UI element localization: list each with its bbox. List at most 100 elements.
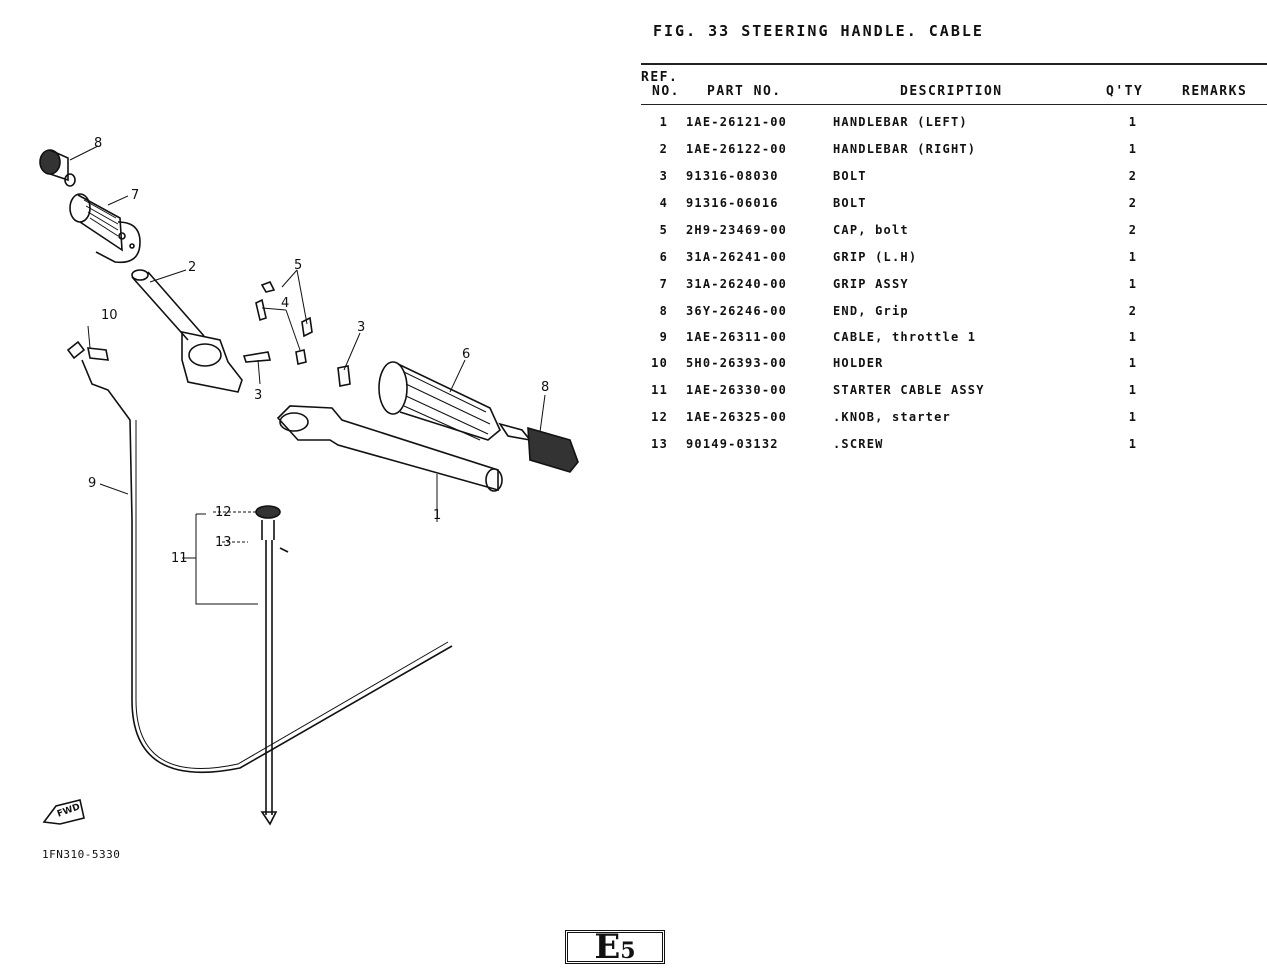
table-top-rule bbox=[641, 63, 1267, 65]
bolt-part bbox=[337, 365, 351, 387]
handlebar-left-part bbox=[276, 405, 503, 492]
handlebar-right-part bbox=[131, 269, 243, 393]
part-no: 1AE-26311-00 bbox=[686, 330, 788, 344]
ref-no: 2 bbox=[659, 142, 668, 156]
table-row: 13 90149-03132 .SCREW 1 bbox=[641, 437, 1267, 464]
bolt-cap-parts bbox=[242, 280, 313, 365]
callout-8-top: 8 bbox=[94, 136, 103, 151]
description: .KNOB, starter bbox=[833, 410, 951, 424]
page-section-number: 5 bbox=[620, 938, 636, 964]
ref-no: 11 bbox=[651, 383, 668, 397]
quantity: 1 bbox=[1128, 142, 1138, 156]
description: CAP, bolt bbox=[833, 223, 909, 237]
ref-no: 3 bbox=[659, 169, 668, 183]
grip-end-right-part bbox=[498, 422, 579, 473]
starter-cable-part bbox=[255, 505, 289, 826]
ref-no: 6 bbox=[659, 250, 668, 264]
ref-no: 12 bbox=[651, 410, 668, 424]
ref-no: 9 bbox=[659, 330, 668, 344]
header-part-no: PART NO. bbox=[707, 84, 782, 99]
callout-3-right: 3 bbox=[357, 320, 366, 335]
callout-12: 12 bbox=[215, 505, 232, 520]
part-no: 31A-26241-00 bbox=[686, 250, 788, 264]
callout-11: 11 bbox=[171, 551, 188, 566]
callout-7: 7 bbox=[131, 188, 140, 203]
description: END, Grip bbox=[833, 304, 909, 318]
table-header-rule bbox=[641, 104, 1267, 105]
ref-no: 1 bbox=[659, 115, 668, 129]
description: .SCREW bbox=[833, 437, 884, 451]
table-row: 7 31A-26240-00 GRIP ASSY 1 bbox=[641, 277, 1267, 304]
callout-13: 13 bbox=[215, 535, 232, 550]
ref-no: 8 bbox=[659, 304, 668, 318]
callout-3-left: 3 bbox=[254, 388, 263, 403]
part-no: 91316-08030 bbox=[686, 169, 779, 183]
description: STARTER CABLE ASSY bbox=[833, 383, 985, 397]
part-no: 1AE-26122-00 bbox=[686, 142, 788, 156]
quantity: 1 bbox=[1128, 356, 1138, 370]
table-row: 1 1AE-26121-00 HANDLEBAR (LEFT) 1 bbox=[641, 115, 1267, 142]
fwd-arrow-icon bbox=[42, 799, 85, 825]
callout-9: 9 bbox=[88, 476, 97, 491]
ref-no: 10 bbox=[651, 356, 668, 370]
quantity: 1 bbox=[1128, 115, 1138, 129]
part-no: 31A-26240-00 bbox=[686, 277, 788, 291]
table-row: 12 1AE-26325-00 .KNOB, starter 1 bbox=[641, 410, 1267, 437]
part-no: 5H0-26393-00 bbox=[686, 356, 788, 370]
part-no: 90149-03132 bbox=[686, 437, 779, 451]
table-row: 3 91316-08030 BOLT 2 bbox=[641, 169, 1267, 196]
grip-assy-part bbox=[69, 193, 141, 264]
quantity: 1 bbox=[1128, 437, 1138, 451]
figure-title: FIG. 33 STEERING HANDLE. CABLE bbox=[653, 22, 984, 40]
part-no: 1AE-26330-00 bbox=[686, 383, 788, 397]
quantity: 2 bbox=[1128, 169, 1138, 183]
part-no: 1AE-26325-00 bbox=[686, 410, 788, 424]
quantity: 1 bbox=[1128, 410, 1138, 424]
quantity: 2 bbox=[1128, 196, 1138, 210]
grip-end-top-part bbox=[39, 149, 76, 187]
table-row: 10 5H0-26393-00 HOLDER 1 bbox=[641, 356, 1267, 383]
part-no: 2H9-23469-00 bbox=[686, 223, 788, 237]
description: BOLT bbox=[833, 196, 867, 210]
quantity: 2 bbox=[1128, 223, 1138, 237]
table-row: 5 2H9-23469-00 CAP, bolt 2 bbox=[641, 223, 1267, 250]
description: CABLE, throttle 1 bbox=[833, 330, 977, 344]
header-ref-line1: REF. bbox=[641, 70, 679, 85]
description: BOLT bbox=[833, 169, 867, 183]
table-row: 6 31A-26241-00 GRIP (L.H) 1 bbox=[641, 250, 1267, 277]
description: GRIP (L.H) bbox=[833, 250, 918, 264]
header-ref-line2: NO. bbox=[652, 84, 680, 99]
table-row: 9 1AE-26311-00 CABLE, throttle 1 1 bbox=[641, 330, 1267, 357]
callout-6: 6 bbox=[462, 347, 471, 362]
callout-1: 1 bbox=[433, 508, 442, 523]
quantity: 1 bbox=[1128, 277, 1138, 291]
table-row: 11 1AE-26330-00 STARTER CABLE ASSY 1 bbox=[641, 383, 1267, 410]
ref-no: 7 bbox=[659, 277, 668, 291]
quantity: 1 bbox=[1128, 383, 1138, 397]
header-qty: Q'TY bbox=[1106, 84, 1144, 99]
ref-no: 13 bbox=[651, 437, 668, 451]
part-no: 91316-06016 bbox=[686, 196, 779, 210]
ref-no: 5 bbox=[659, 223, 668, 237]
callout-2: 2 bbox=[188, 260, 197, 275]
quantity: 1 bbox=[1128, 250, 1138, 264]
exploded-parts-diagram bbox=[39, 145, 579, 826]
description: HANDLEBAR (LEFT) bbox=[833, 115, 968, 129]
callout-5: 5 bbox=[294, 258, 303, 273]
page-section-letter: E bbox=[594, 927, 621, 967]
description: HANDLEBAR (RIGHT) bbox=[833, 142, 977, 156]
holder-part bbox=[66, 340, 109, 361]
part-no: 1AE-26121-00 bbox=[686, 115, 788, 129]
header-remarks: REMARKS bbox=[1182, 84, 1248, 99]
callout-10: 10 bbox=[101, 308, 118, 323]
part-no: 36Y-26246-00 bbox=[686, 304, 788, 318]
quantity: 1 bbox=[1128, 330, 1138, 344]
table-row: 2 1AE-26122-00 HANDLEBAR (RIGHT) 1 bbox=[641, 142, 1267, 169]
grip-left-part bbox=[378, 361, 501, 441]
callout-8-right: 8 bbox=[541, 380, 550, 395]
assy-bracket bbox=[195, 513, 258, 605]
ref-no: 4 bbox=[659, 196, 668, 210]
callout-4: 4 bbox=[281, 296, 290, 311]
drawing-code: 1FN310-5330 bbox=[42, 848, 121, 861]
page-number-box: E 5 bbox=[565, 930, 665, 964]
